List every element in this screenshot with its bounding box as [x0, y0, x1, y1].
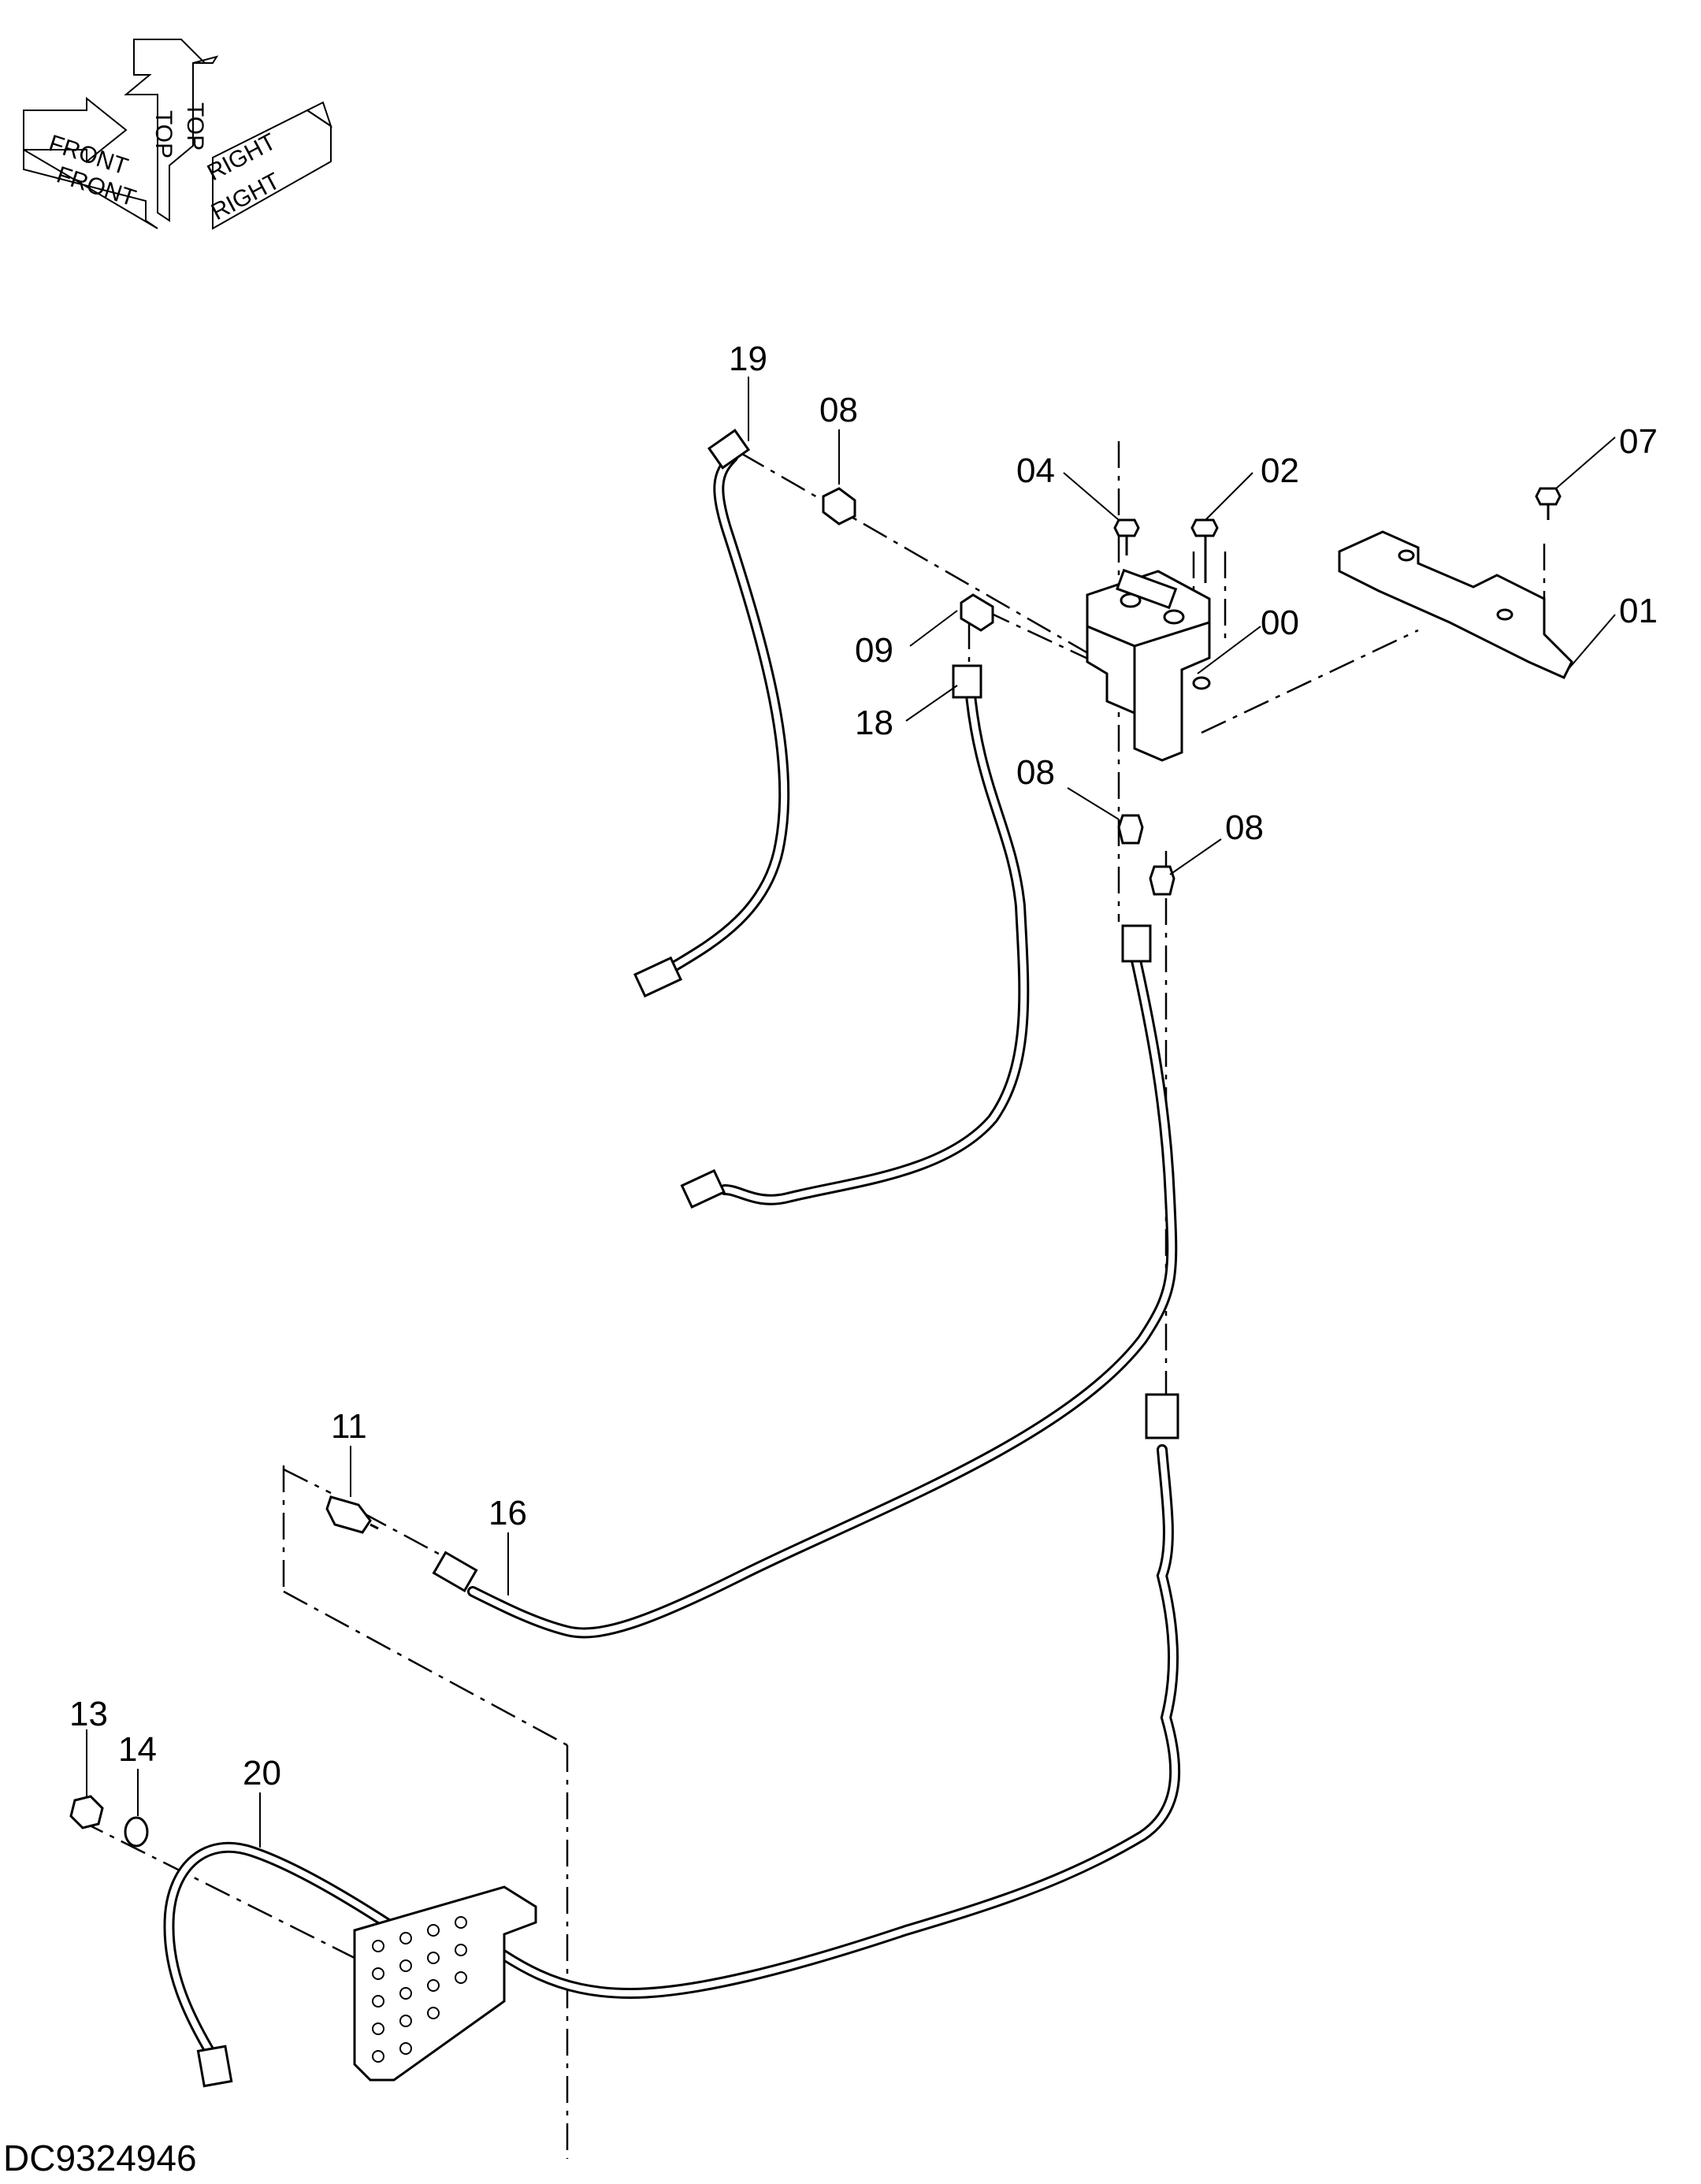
plate-holes: [372, 1916, 467, 2063]
label-04: 04: [1016, 451, 1055, 490]
label-11: 11: [331, 1407, 367, 1446]
label-08-top: 08: [819, 391, 858, 429]
bolts: [1113, 487, 1562, 583]
label-20: 20: [243, 1754, 281, 1792]
drawing-code: DC9324946: [3, 2138, 197, 2178]
label-07: 07: [1619, 422, 1658, 461]
orientation-indicator: TOP TOP FRONT FRONT RIGHT RIGHT: [23, 39, 332, 230]
label-08-right: 08: [1225, 808, 1264, 847]
label-08-mid: 08: [1016, 753, 1055, 792]
valve-block: [1086, 568, 1211, 762]
pedal-plate: [353, 1885, 537, 2082]
label-19: 19: [729, 340, 767, 378]
label-18: 18: [855, 704, 893, 742]
leader-lines: [86, 377, 1616, 1848]
label-16: 16: [488, 1494, 527, 1532]
center-lines: [78, 441, 1546, 2159]
fittings: [325, 487, 1175, 1534]
label-01: 01: [1619, 592, 1658, 630]
nut-washer: [69, 1795, 149, 1848]
top-label: TOP: [150, 110, 176, 158]
label-13: 13: [69, 1695, 108, 1733]
hoses: [163, 451, 1181, 2062]
label-14: 14: [118, 1730, 157, 1769]
callout-labels: 19 08 04 02 07 00 01 09 18 08 08 11 16 1…: [69, 340, 1658, 1792]
bracket: [1338, 530, 1573, 679]
top-label-2: TOP: [182, 102, 208, 150]
hose-ends: [196, 429, 1179, 2088]
label-00: 00: [1261, 604, 1299, 642]
label-09: 09: [855, 631, 893, 670]
label-02: 02: [1261, 451, 1299, 490]
